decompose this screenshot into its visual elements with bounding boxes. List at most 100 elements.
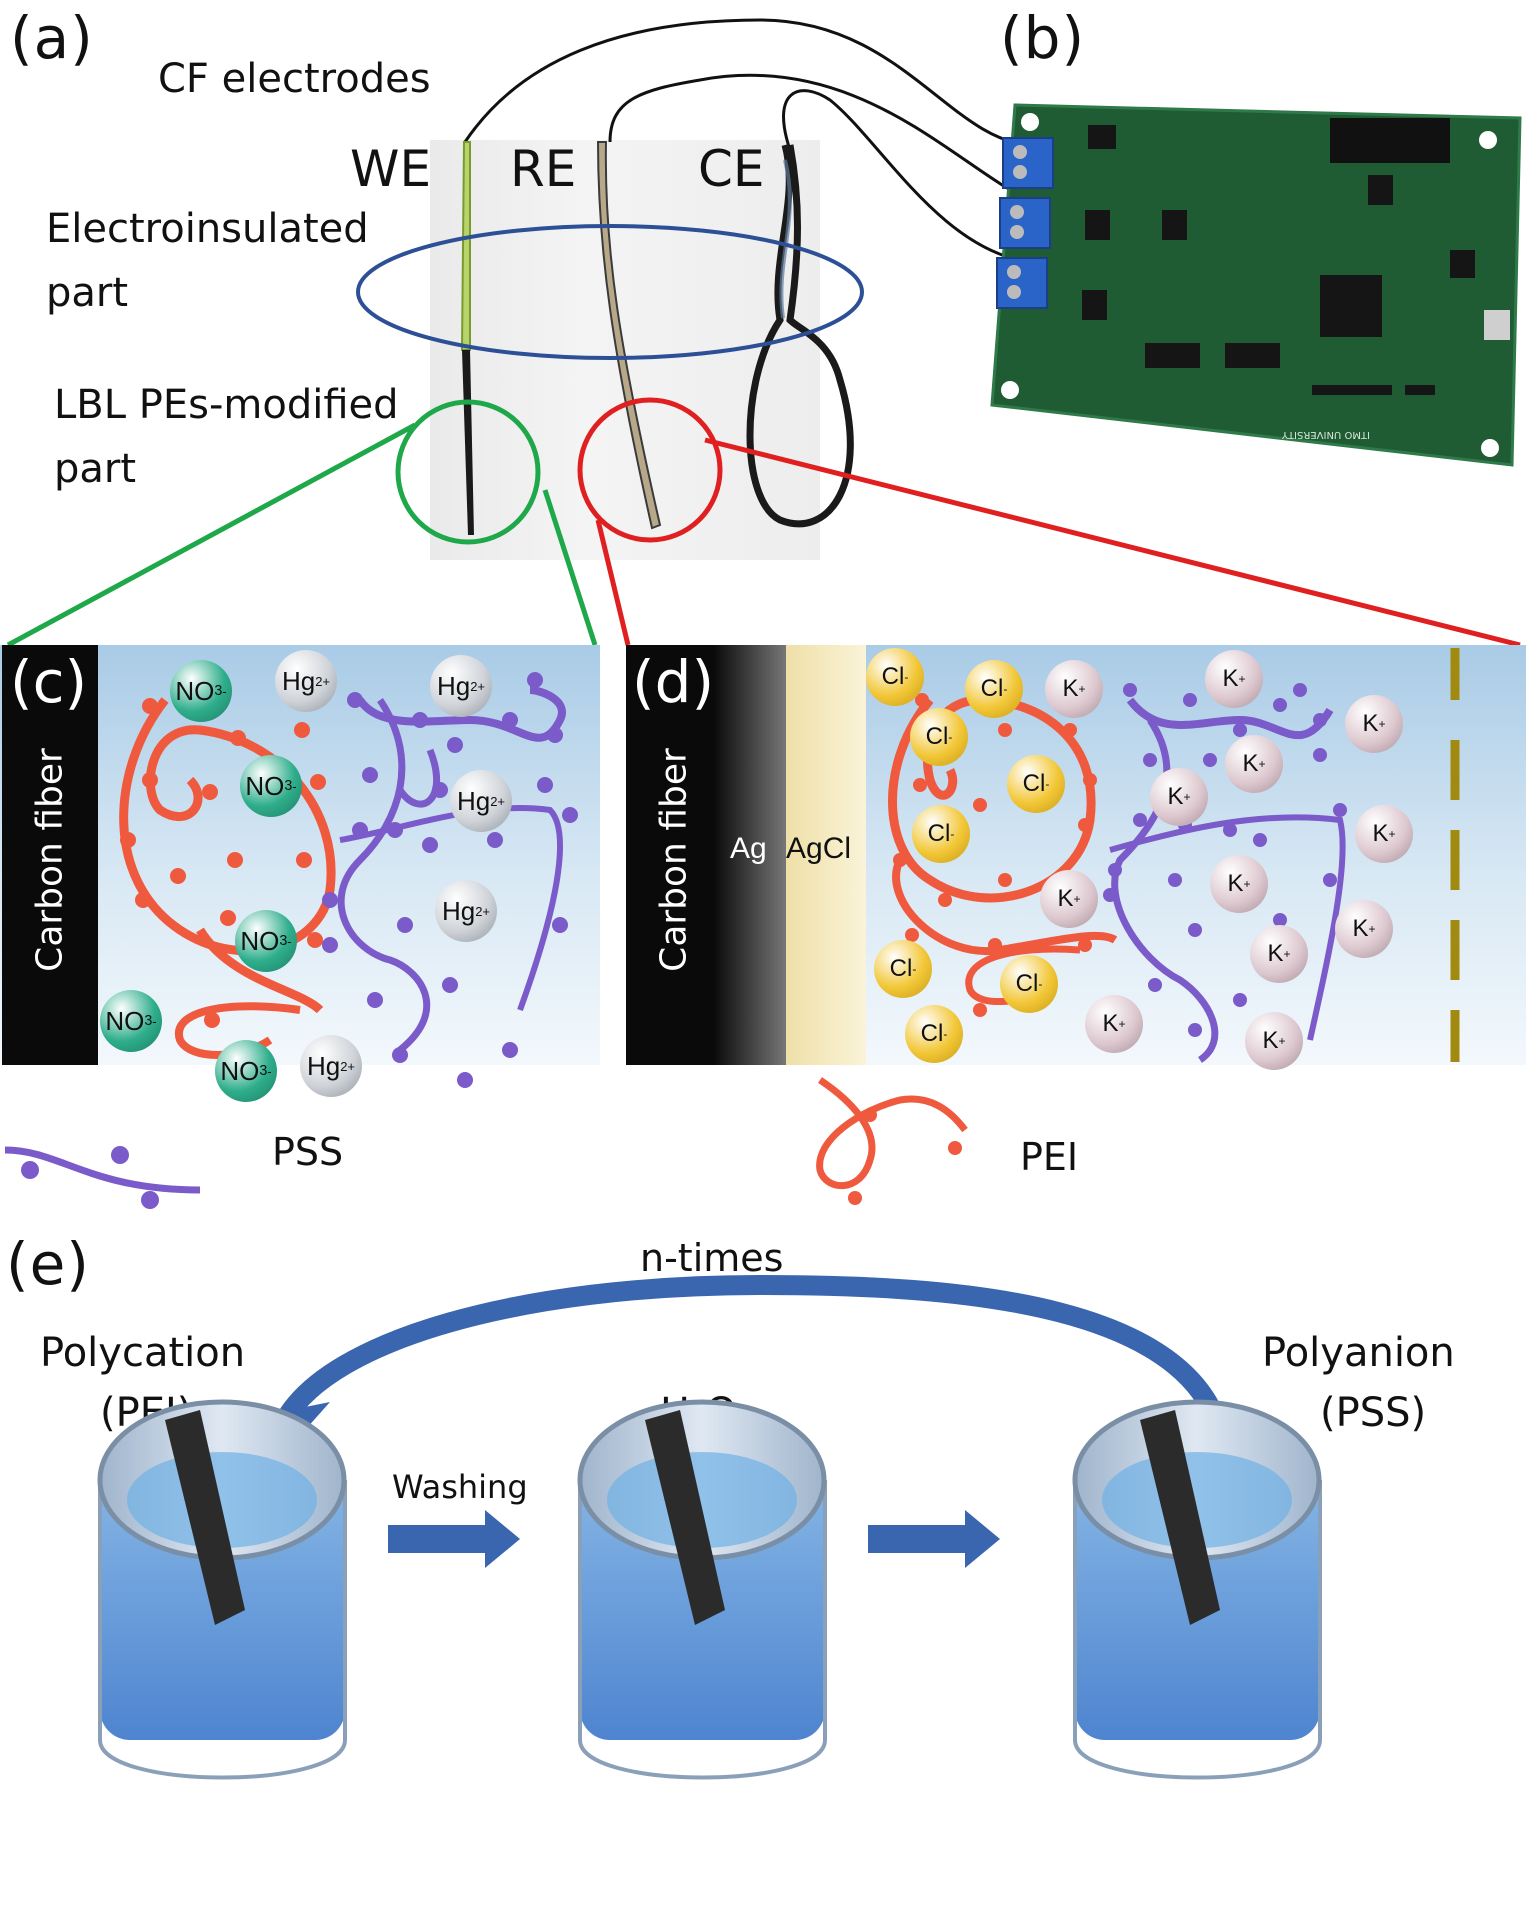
ion-charge: - (950, 827, 955, 841)
k-ion: K+ (1355, 805, 1413, 863)
ion-symbol: NO (245, 770, 285, 801)
ion-charge: - (222, 683, 227, 699)
panel-a-label: (a) (10, 4, 94, 72)
ce-label: CE (698, 140, 765, 198)
cl-ion: Cl- (905, 1005, 963, 1063)
electroinsulated-oval (356, 224, 864, 360)
ion-charge: + (1278, 1034, 1286, 1048)
ion-symbol: NO (220, 1055, 260, 1086)
wire-re (608, 73, 1031, 202)
ion-symbol: NO (105, 1005, 145, 1036)
ion-charge: - (1038, 977, 1043, 991)
electroinsulated-label-1: Electroinsulated (46, 206, 369, 252)
ion-symbol: Cl (881, 663, 905, 690)
ion-charge: + (1283, 947, 1291, 961)
carbon-fiber-d (626, 645, 786, 1065)
ion-charge: + (1078, 682, 1086, 696)
k-ion: K+ (1335, 900, 1393, 958)
terminal-block-3 (996, 257, 1048, 309)
ion-symbol: K (1267, 940, 1284, 967)
k-ion: K+ (1085, 995, 1143, 1053)
ion-symbol: Cl (1015, 970, 1039, 997)
ion-symbol: K (1362, 710, 1379, 737)
k-ion: K+ (1245, 1012, 1303, 1070)
ion-symbol: NO (240, 925, 280, 956)
ion-charge: + (1378, 717, 1386, 731)
ion-charge: 2+ (340, 1058, 356, 1074)
polyanion-label-2: (PSS) (1320, 1390, 1427, 1436)
ag-layer-label: Ag (730, 832, 767, 865)
ion-charge: + (1238, 672, 1246, 686)
k-ion: K+ (1205, 650, 1263, 708)
ion-charge: - (1045, 777, 1050, 791)
pss-legend-label: PSS (272, 1130, 344, 1174)
cycle-arrow (276, 1274, 1235, 1461)
beaker-water (577, 1399, 827, 1780)
potentiostat-board: ITMO UNIVERSITY (990, 103, 1522, 467)
ion-subscript: 3 (279, 933, 288, 949)
plus-charges (120, 698, 326, 1028)
k-ion: K+ (1345, 695, 1403, 753)
cf-electrodes-label: CF electrodes (158, 56, 431, 102)
ion-charge: - (948, 730, 953, 744)
ion-charge: + (1183, 790, 1191, 804)
cl-ion: Cl- (866, 648, 924, 706)
ion-symbol: K (1262, 1027, 1279, 1054)
ion-symbol: K (1242, 750, 1259, 777)
ion-charge: - (152, 1013, 157, 1029)
wire-we (463, 18, 1031, 147)
ion-symbol: Cl (927, 820, 951, 847)
ion-charge: + (1073, 892, 1081, 906)
ion-symbol: Hg (441, 895, 476, 926)
re-electrode (596, 141, 662, 530)
ion-charge: + (1368, 922, 1376, 936)
terminal-block-2 (999, 197, 1051, 249)
ion-symbol: K (1222, 665, 1239, 692)
board-text: ITMO UNIVERSITY (1281, 429, 1370, 440)
cl-ion: Cl- (1000, 955, 1058, 1013)
ion-symbol: Cl (925, 723, 949, 750)
ion-symbol: K (1062, 675, 1079, 702)
ion-symbol: Hg (456, 785, 491, 816)
ion-charge: - (292, 778, 297, 794)
cl-ion: Cl- (1007, 755, 1065, 813)
ion-charge: - (943, 1027, 948, 1041)
ion-subscript: 3 (259, 1063, 268, 1079)
minus-charges (322, 672, 578, 1088)
ion-charge: - (904, 670, 909, 684)
wire-ce (782, 89, 1031, 264)
ion-symbol: K (1372, 820, 1389, 847)
we-zoom-circle (395, 399, 541, 545)
ion-charge: - (267, 1063, 272, 1079)
pei-chain (119, 697, 336, 956)
panel-d-label: (d) (632, 648, 715, 716)
ion-symbol: Hg (436, 670, 471, 701)
ion-charge: 2+ (475, 903, 491, 919)
cl-ion: Cl- (965, 660, 1023, 718)
re-label: RE (510, 140, 577, 198)
n-times-label: n-times (640, 1236, 784, 1280)
ion-charge: 2+ (490, 793, 506, 809)
ion-symbol: Cl (920, 1020, 944, 1047)
re-zoom-circle (577, 397, 723, 543)
cl-ion: Cl- (912, 805, 970, 863)
polycation-label-1: Polycation (40, 1330, 246, 1376)
lbl-modified-label-2: part (54, 446, 137, 492)
ion-subscript: 3 (284, 778, 293, 794)
washing-arrow (388, 1510, 520, 1568)
ion-symbol: K (1102, 1010, 1119, 1037)
lbl-modified-label-1: LBL PEs-modified (54, 382, 399, 428)
cl-ion: Cl- (874, 940, 932, 998)
